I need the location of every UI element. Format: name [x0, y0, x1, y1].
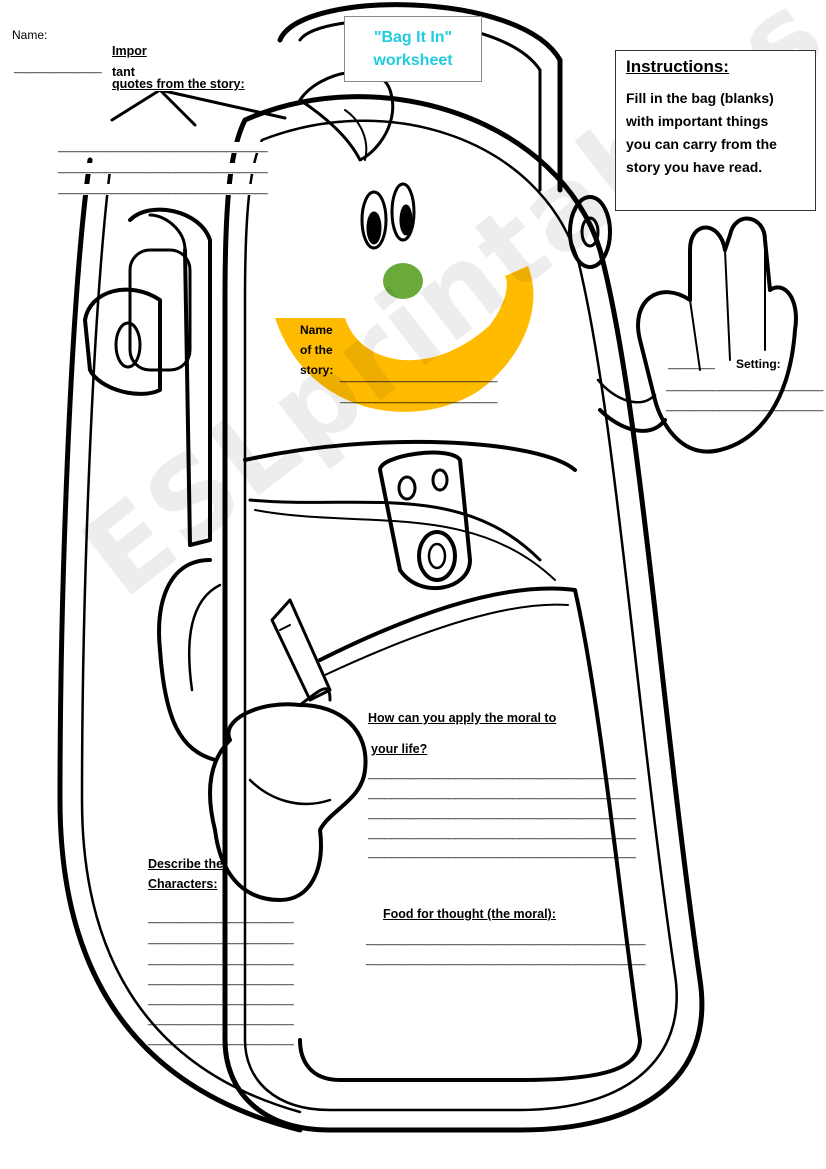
story-name-blank[interactable]: ___________________________ [340, 392, 498, 404]
setting-blank[interactable]: ___________________________ [666, 380, 824, 392]
setting-prefix-blank[interactable]: ________ [668, 358, 715, 370]
characters-blank[interactable]: _________________________ [148, 954, 294, 966]
apply-moral-blank[interactable]: ________________________________________… [368, 828, 636, 840]
characters-blank[interactable]: _________________________ [148, 974, 294, 986]
quotes-label-line-3: quotes from the story: [112, 77, 245, 91]
setting-blank[interactable]: ___________________________ [666, 400, 824, 412]
name-label: Name: [12, 28, 48, 42]
apply-moral-question-line-2: your life? [371, 742, 428, 756]
apply-moral-question-line-1: How can you apply the moral to [368, 711, 557, 725]
story-name-label-line: story: [300, 363, 334, 377]
story-name-label: Name of the story: [300, 320, 333, 380]
quotes-blank[interactable]: ____________________________________ [58, 183, 268, 195]
story-name-label-line: of the [300, 343, 333, 357]
story-name-label-line: Name [300, 323, 333, 337]
instructions-line: with important things [626, 113, 769, 129]
worksheet-title: "Bag It In" worksheet [344, 16, 482, 82]
quotes-blank[interactable]: ____________________________________ [58, 141, 268, 153]
characters-blank[interactable]: _________________________ [148, 912, 294, 924]
apply-moral-blank[interactable]: ________________________________________… [368, 808, 636, 820]
moral-label: Food for thought (the moral): [383, 907, 556, 921]
instructions-text: Fill in the bag (blanks) with important … [626, 87, 807, 179]
apply-moral-blank[interactable]: ________________________________________… [368, 847, 636, 859]
instructions-line: story you have read. [626, 159, 763, 175]
setting-label: Setting: [736, 357, 781, 371]
characters-blank[interactable]: _________________________ [148, 1014, 294, 1026]
apply-moral-blank[interactable]: ________________________________________… [368, 788, 636, 800]
characters-label-line-1: Describe the [148, 857, 224, 871]
characters-blank[interactable]: _________________________ [148, 933, 294, 945]
characters-blank[interactable]: _________________________ [148, 994, 294, 1006]
quotes-blank[interactable]: ____________________________________ [58, 162, 268, 174]
instructions-line: you can carry from the [626, 136, 777, 152]
title-line-2: worksheet [373, 52, 453, 69]
characters-blank[interactable]: _________________________ [148, 1034, 294, 1046]
characters-label-line-2: Characters: [148, 877, 218, 891]
moral-blank[interactable]: ________________________________________… [366, 934, 646, 946]
title-line-1: "Bag It In" [373, 28, 453, 46]
moral-blank[interactable]: ________________________________________… [366, 954, 646, 966]
instructions-line: Fill in the bag (blanks) [626, 90, 774, 106]
story-name-blank[interactable]: ___________________________ [340, 371, 498, 383]
apply-moral-blank[interactable]: ________________________________________… [368, 768, 636, 780]
name-blank[interactable]: _______________ [14, 62, 102, 74]
quotes-label-line-1: Impor [112, 44, 147, 58]
instructions-box: Instructions: Fill in the bag (blanks) w… [615, 50, 816, 211]
instructions-heading: Instructions: [626, 57, 729, 76]
quotes-label-line-2: tant [112, 65, 135, 79]
